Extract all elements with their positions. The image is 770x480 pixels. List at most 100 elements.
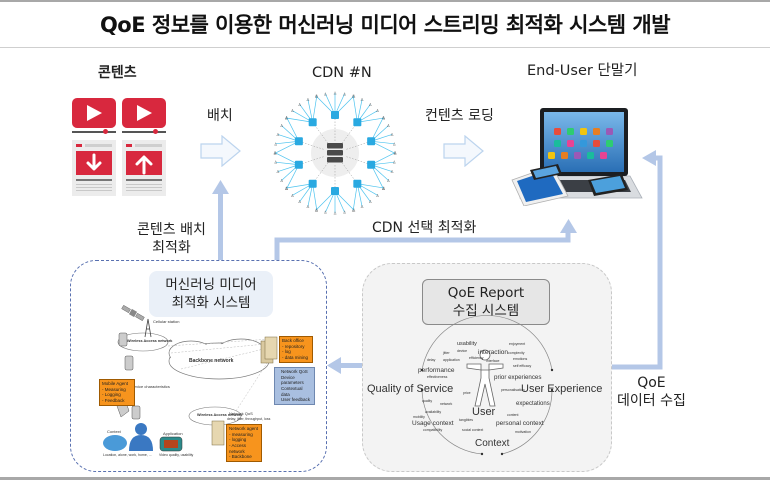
- content-deploy-opt-arrow-head: [212, 180, 229, 194]
- data-types-box: Network QoS Device parameters Contextual…: [274, 367, 315, 405]
- cdn-edge-node-icon: [367, 137, 376, 146]
- qoe-model-figure: [420, 315, 554, 456]
- app-icon: [606, 128, 613, 135]
- cdn-client-icon: ♙: [352, 207, 356, 212]
- cdn-client-icon: ♙: [291, 108, 295, 113]
- qoe-word: complexity: [508, 351, 525, 355]
- qoe-circle-top: [421, 315, 553, 371]
- cdn-edge-node-icon: [353, 118, 362, 127]
- cdn-edge-node-icon: [331, 111, 339, 119]
- network-agent-line: - Access network: [229, 442, 247, 454]
- cdn-client-icon: ♙: [393, 151, 397, 156]
- back-office-line: Back office: [282, 338, 304, 343]
- cdn-client-icon: ♙: [306, 97, 310, 102]
- qoe-word: device: [457, 349, 468, 353]
- cdn-client-icon: ♙: [343, 91, 347, 96]
- cdn-client-icon: ♙: [276, 169, 280, 174]
- cdn-client-icon: ♙: [387, 123, 391, 128]
- cdn-client-icon: ♙: [285, 186, 289, 191]
- top-border: [0, 0, 770, 2]
- cdn-client-icon: ♙: [291, 193, 295, 198]
- qoe-word: tangibles: [459, 418, 474, 422]
- cdn-client-icon: ♙: [285, 115, 289, 120]
- qoe-word: enjoyment: [509, 342, 526, 346]
- context-sub-label: Location, alone, work, home, ...: [103, 453, 152, 457]
- network-qos-sub-label: delay, jitter, throughput, loss: [227, 417, 271, 421]
- cdn-network-icon: ♙♙♙♙♙♙♙♙♙♙♙♙♙♙♙♙♙♙♙♙♙♙♙♙♙♙♙♙♙♙♙♙♙♙♙♙♙♙♙♙…: [273, 91, 397, 216]
- cdn-edge-node-icon: [308, 179, 317, 188]
- cdn-client-icon: ♙: [314, 207, 318, 212]
- cdn-client-icon: ♙: [273, 150, 277, 155]
- content-loading-label: 컨텐츠 로딩: [425, 108, 494, 124]
- qoe-panel-title-line-1: QoE Report: [447, 284, 525, 301]
- app-icon: [580, 140, 587, 147]
- cdn-client-icon: ♙: [324, 210, 328, 215]
- qoe-word: emotions: [513, 357, 528, 361]
- content-deploy-opt-line-1: 콘텐츠 배치: [137, 222, 206, 238]
- app-icon: [567, 140, 574, 147]
- deploy-label: 배치: [207, 108, 233, 124]
- cdn-client-icon: ♙: [306, 204, 310, 209]
- cdn-client-icon: ♙: [360, 97, 364, 102]
- cdn-client-icon: ♙: [298, 102, 302, 107]
- ml-panel-title-line-2: 최적화 시스템: [171, 295, 251, 311]
- video-play-icon: [122, 98, 166, 128]
- qoe-to-ml-arrow-shaft: [340, 363, 362, 368]
- cdn-client-icon: ♙: [392, 141, 396, 146]
- qoe-word: Usage context: [412, 420, 454, 427]
- back-office-line: - data mining: [282, 354, 309, 360]
- cdn-client-icon: ♙: [276, 132, 280, 137]
- content-deploy-opt-line-2: 최적화: [152, 240, 191, 257]
- deploy-arrow-icon: [200, 135, 241, 167]
- app-icon: [600, 152, 607, 159]
- qoe-word: compatibility: [423, 428, 443, 432]
- cdn-client-icon: ♙: [298, 199, 302, 204]
- cdn-client-icon: ♙: [284, 116, 288, 121]
- wireless-access-network-label-1: Wireless Access network: [127, 339, 173, 343]
- cdn-client-icon: ♙: [376, 108, 380, 113]
- cdn-client-icon: ♙: [315, 93, 319, 98]
- cdn-client-icon: ♙: [382, 115, 386, 120]
- app-icon: [587, 152, 594, 159]
- user-devices-icon: [511, 108, 643, 206]
- qoe-panel-title: QoE Report 수집 시스템: [422, 279, 550, 325]
- qoe-word: network: [440, 402, 453, 406]
- qoe-collect-arrow-shaft: [612, 155, 663, 370]
- cdn-select-opt-label: CDN 선택 최적화: [372, 220, 477, 236]
- qoe-data-collect-line-1: QoE: [637, 375, 666, 391]
- cdn-client-icon: ♙: [390, 169, 394, 174]
- data-type-item: Contextual data: [281, 385, 303, 397]
- qoe-word: social context: [462, 428, 484, 432]
- user-figure-icon: [466, 349, 504, 407]
- qoe-collect-arrow-head: [642, 150, 656, 166]
- cdn-client-icon: ♙: [351, 208, 355, 213]
- cdn-client-icon: ♙: [390, 132, 394, 137]
- back-office-line: - repository: [282, 343, 305, 349]
- qoe-panel-title-line-2: 수집 시스템: [452, 303, 520, 319]
- data-type-item: Network QoS: [281, 369, 308, 374]
- network-agent-line: - measuring: [229, 431, 253, 437]
- qoe-word: quality: [422, 399, 433, 403]
- device-characteristics-label: Device characteristics: [131, 384, 170, 389]
- cdn-select-opt-arrow-shaft: [274, 232, 571, 261]
- qoe-word: effectiveness: [427, 375, 448, 379]
- cdn-client-icon: ♙: [274, 141, 278, 146]
- app-icon: [593, 140, 600, 147]
- cdn-client-icon: ♙: [352, 94, 356, 99]
- app-icon: [554, 128, 561, 135]
- download-document-icon: [72, 140, 116, 196]
- cdn-edge-node-icon: [294, 137, 303, 146]
- back-office-line: - log: [282, 349, 291, 355]
- cdn-client-icon: ♙: [360, 204, 364, 209]
- cdn-edge-node-icon: [331, 187, 339, 195]
- cdn-client-icon: ♙: [393, 150, 397, 155]
- data-type-item: Device parameters: [281, 374, 304, 386]
- cdn-client-icon: ♙: [273, 151, 277, 156]
- cdn-client-icon: ♙: [333, 211, 337, 216]
- qoe-data-collect-label: QoE 데이터 수집: [617, 374, 686, 410]
- qoe-word: jitter: [443, 351, 450, 355]
- content-deploy-opt-label: 콘텐츠 배치 최적화: [137, 221, 206, 257]
- qoe-word: self efficacy: [513, 364, 532, 368]
- cdn-client-icon: ♙: [387, 178, 391, 183]
